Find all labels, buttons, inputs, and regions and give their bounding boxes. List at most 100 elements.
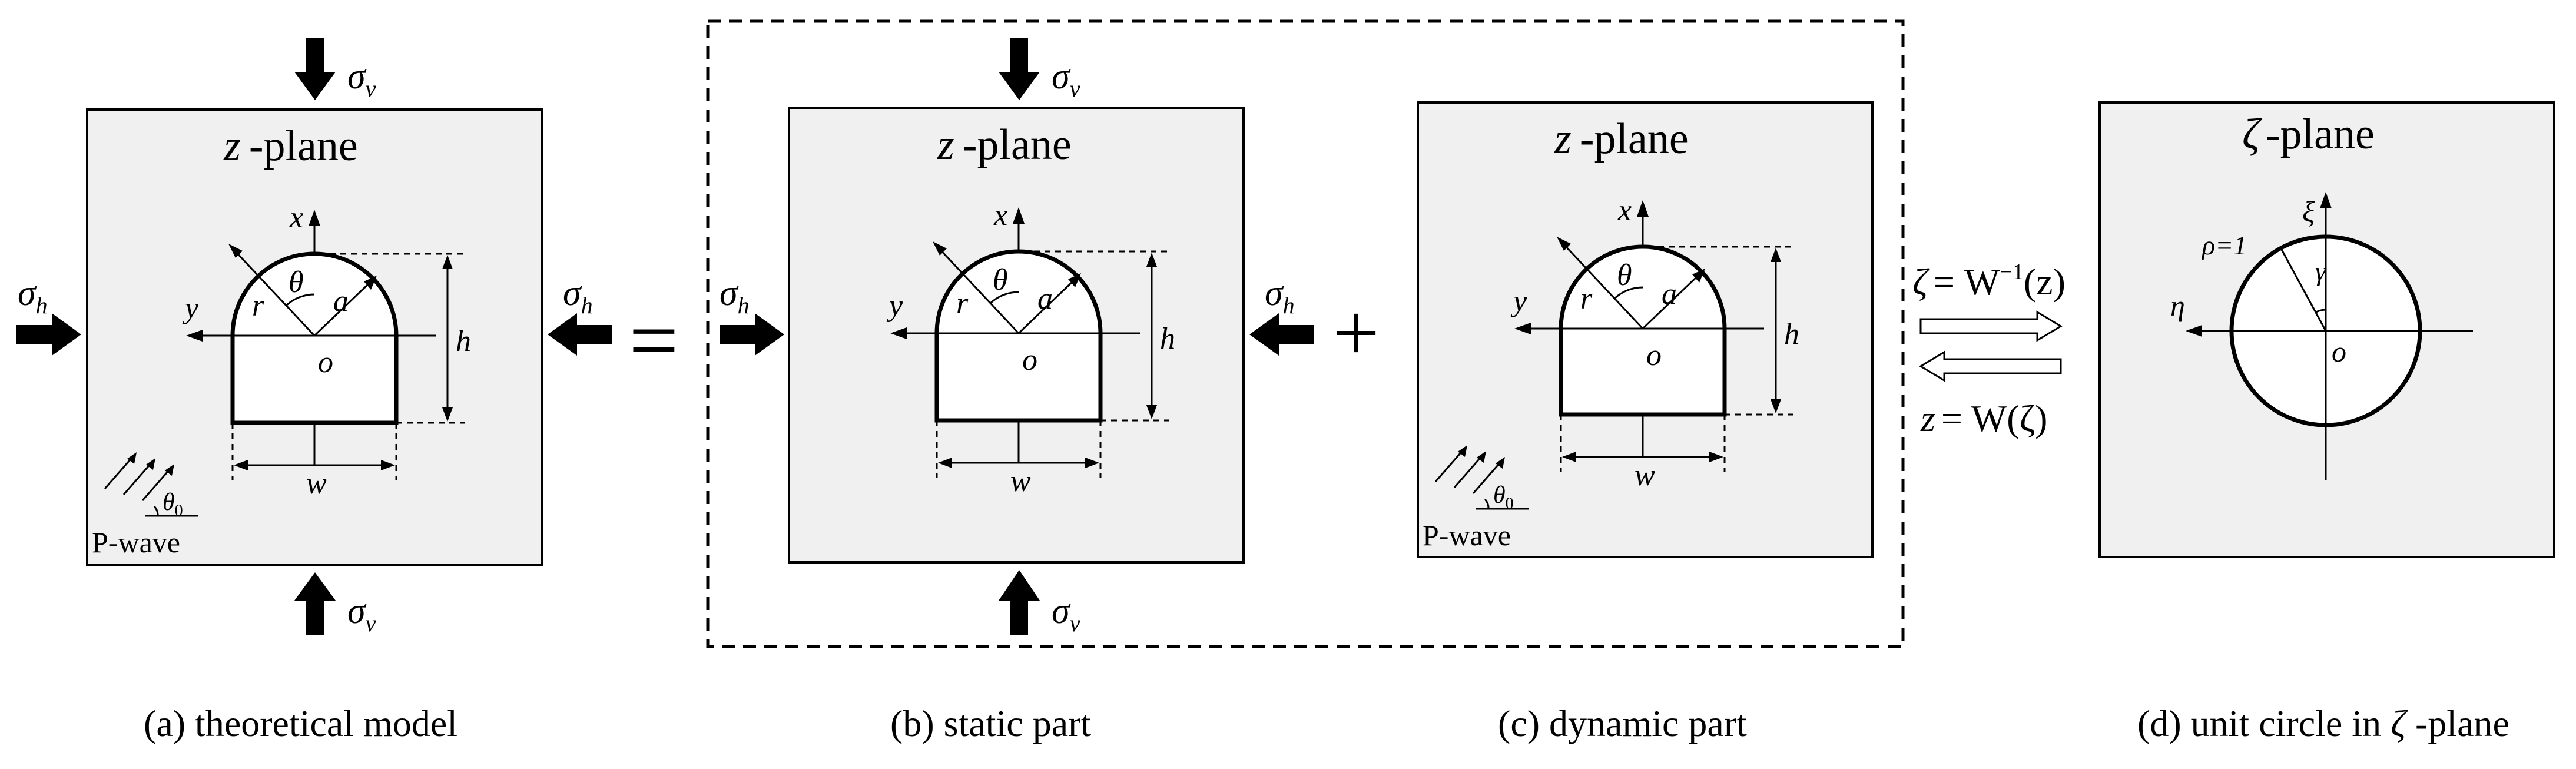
panel-b-a-arrowhead bbox=[1068, 273, 1081, 287]
panel-b-theta-arc bbox=[989, 291, 1019, 304]
panel-c-h-arrowhead-bottom bbox=[1771, 399, 1781, 413]
panel-b-a-label: a bbox=[1037, 282, 1053, 316]
panel-d-rho-label: ρ=1 bbox=[2201, 230, 2247, 260]
panel-a-sigma-h-left-label: σh bbox=[18, 273, 48, 319]
panel-c-caption: (c) dynamic part bbox=[1498, 702, 1747, 744]
panel-b-w-arrowhead-right bbox=[1085, 458, 1099, 468]
panel-c-w-label: w bbox=[1635, 459, 1655, 492]
panel-a-sigma-v-bottom-arrow bbox=[294, 572, 336, 635]
panel-c-origin-label: o bbox=[1646, 339, 1662, 372]
panel-a-h-label: h bbox=[456, 324, 471, 358]
panel-b-h-arrowhead-top bbox=[1146, 253, 1157, 267]
panel-b-x-label: x bbox=[993, 198, 1007, 232]
forward-mapping-formula: ζ= W−1(z) bbox=[1912, 260, 2066, 303]
panel-b-h-label: h bbox=[1160, 322, 1175, 356]
panel-a-x-label: x bbox=[289, 201, 303, 234]
panel-a-theta-arc bbox=[285, 293, 315, 307]
panel-c-h-arrowhead-top bbox=[1771, 248, 1781, 262]
forward-mapping-arrow bbox=[1919, 310, 2063, 342]
panel-c-a-arrowhead bbox=[1692, 269, 1705, 283]
panel-c-h-label: h bbox=[1784, 317, 1799, 351]
panel-b-r-arrow bbox=[937, 247, 1020, 334]
panel-b-w-arrowhead-left bbox=[938, 458, 952, 468]
panel-b-x-axis-arrowhead bbox=[1013, 207, 1025, 224]
panel-a-sigma-v-bottom-label: σv bbox=[347, 591, 376, 637]
panel-a-caption: (a) theoretical model bbox=[144, 702, 457, 744]
panel-b-caption: (b) static part bbox=[890, 702, 1091, 744]
panel-b-a-arrow bbox=[1017, 279, 1075, 334]
panel-a-a-arrow bbox=[313, 281, 371, 337]
panel-d-gamma-arc bbox=[2315, 309, 2326, 314]
decomposition-frame bbox=[706, 19, 1905, 648]
panel-d-caption: (d) unit circle in ζ -plane bbox=[2137, 702, 2509, 744]
panel-b-sigma-h-left-label: σh bbox=[720, 273, 750, 319]
panel-c-r-arrow bbox=[1561, 242, 1644, 330]
panel-c-x-axis-arrowhead bbox=[1637, 200, 1649, 217]
panel-a-sigma-v-top-label: σv bbox=[347, 57, 376, 102]
panel-b-y-axis-arrowhead bbox=[890, 327, 907, 339]
panel-c-p-wave-arrows bbox=[1434, 445, 1529, 510]
panel-a-sigma-h-right-arrow bbox=[548, 313, 612, 356]
panel-a-sigma-h-left-arrow bbox=[16, 313, 81, 356]
panel-a-r-arrowhead bbox=[228, 244, 243, 258]
panel-b-sigma-h-right-arrow bbox=[1249, 313, 1314, 356]
panel-d-origin-label: o bbox=[2332, 335, 2346, 368]
panel-d-xi-axis-arrowhead bbox=[2320, 192, 2332, 208]
panel-a-x-axis-arrowhead bbox=[309, 210, 320, 226]
panel-c-wave-angle-label: θ0 bbox=[1493, 482, 1514, 513]
panel-c-p-wave-label: P-wave bbox=[1423, 519, 1511, 552]
panel-a: z-plane x y o r a θ h w bbox=[16, 38, 612, 744]
panel-a-y-axis-arrowhead bbox=[186, 330, 203, 342]
plus-sign: + bbox=[1333, 287, 1380, 379]
panel-a-w-arrowhead-left bbox=[234, 460, 248, 470]
panel-a-r-label: r bbox=[252, 289, 264, 323]
equals-sign: = bbox=[629, 291, 679, 389]
panel-c-y-axis-arrowhead bbox=[1514, 323, 1531, 334]
panel-c-a-arrow bbox=[1642, 274, 1699, 330]
panel-b-w-label: w bbox=[1010, 465, 1031, 498]
panel-b-r-label: r bbox=[956, 287, 969, 320]
panel-a-sigma-h-right-label: σh bbox=[563, 273, 593, 319]
panel-b-theta-label: θ bbox=[993, 263, 1008, 297]
conformal-mapping: ζ= W−1(z) z= W(ζ) bbox=[1912, 260, 2066, 439]
panel-c-theta-arc bbox=[1613, 286, 1643, 300]
panel-b-sigma-h-left-arrow bbox=[720, 313, 784, 356]
panel-a-a-label: a bbox=[333, 284, 349, 318]
panel-c-y-label: y bbox=[1510, 284, 1527, 318]
panel-a-r-arrow bbox=[233, 249, 316, 337]
panel-a-p-wave-label: P-wave bbox=[92, 526, 180, 559]
panel-d-eta-axis-arrowhead bbox=[2186, 325, 2202, 337]
panel-c-a-label: a bbox=[1662, 277, 1677, 311]
panel-b-sigma-v-bottom-label: σv bbox=[1052, 591, 1080, 637]
panel-d-gamma-label: γ bbox=[2315, 256, 2327, 286]
panel-a-h-arrowhead-top bbox=[442, 255, 453, 269]
panel-a-a-arrowhead bbox=[364, 276, 377, 290]
panel-b-h-arrowhead-bottom bbox=[1146, 405, 1157, 419]
panel-a-origin-label: o bbox=[318, 346, 333, 379]
inverse-mapping-formula: z= W(ζ) bbox=[1920, 397, 2047, 439]
panel-a-w-arrowhead-right bbox=[381, 460, 395, 470]
panel-b: z-plane x y o r a θ h w σv σv bbox=[720, 38, 1314, 744]
panel-a-y-label: y bbox=[182, 291, 199, 325]
panel-c-x-label: x bbox=[1617, 194, 1632, 227]
panel-a-wave-angle-label: θ0 bbox=[163, 489, 183, 520]
panel-b-r-arrowhead bbox=[933, 241, 947, 256]
panel-b-sigma-v-bottom-arrow bbox=[999, 570, 1040, 635]
panel-b-sigma-h-right-label: σh bbox=[1265, 273, 1295, 319]
panel-c: z-plane x y o r a θ h w bbox=[1417, 101, 1874, 744]
panel-c-r-arrowhead bbox=[1557, 237, 1571, 251]
panel-b-plane-title: z-plane bbox=[937, 121, 1072, 169]
inverse-mapping-arrow bbox=[1919, 350, 2062, 382]
panel-a-theta-label: θ bbox=[289, 266, 304, 299]
panel-b-sigma-v-top-arrow bbox=[999, 38, 1040, 100]
panel-a-sigma-v-top-arrow bbox=[294, 38, 336, 100]
panel-c-r-label: r bbox=[1580, 282, 1593, 316]
panel-a-h-arrowhead-bottom bbox=[442, 407, 453, 422]
panel-d-radius-line bbox=[2280, 248, 2327, 332]
panel-c-plane-title: z-plane bbox=[1554, 115, 1689, 163]
panel-a-plane-title: z-plane bbox=[223, 122, 358, 170]
panel-d: ζ-plane ξ η γ ρ=1 o (d) unit circle in ζ… bbox=[2098, 101, 2555, 744]
panel-d-eta-label: η bbox=[2170, 289, 2185, 322]
panel-d-xi-label: ξ bbox=[2302, 195, 2315, 228]
